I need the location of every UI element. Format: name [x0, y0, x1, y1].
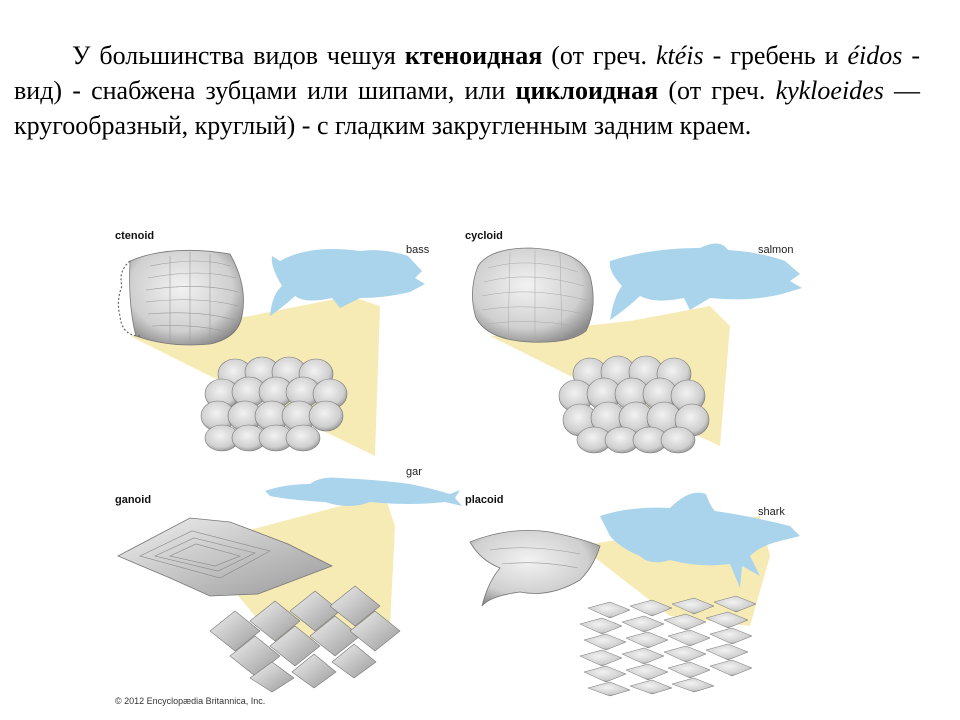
- cycloid-scale-cluster: [558, 355, 710, 454]
- greek-word-eidos: éidos: [847, 41, 903, 70]
- salmon-silhouette: [609, 243, 802, 320]
- text-segment: (от греч.: [542, 41, 656, 70]
- text-segment: - вид) - снабжена зубцами или шипами, ил…: [14, 41, 920, 105]
- panel-label-cycloid: cycloid: [465, 230, 503, 242]
- text-segment: — кругообразный, круглый) - с гладким за…: [14, 76, 921, 140]
- panel-label-ganoid: ganoid: [115, 494, 152, 506]
- greek-word-kykloeides: kykloeides: [775, 76, 884, 105]
- fish-label-bass: bass: [406, 244, 430, 256]
- text-segment: (от греч.: [658, 76, 776, 105]
- cycloid-scale-closeup: [472, 247, 594, 343]
- bass-silhouette: [270, 248, 425, 316]
- placoid-scale-closeup: [469, 529, 601, 607]
- placoid-panel: [469, 492, 800, 697]
- term-cycloid: циклоидная: [515, 76, 659, 105]
- copyright-notice: © 2012 Encyclopædia Britannica, Inc.: [115, 696, 266, 706]
- text-segment: У большинства видов чешуя: [72, 41, 405, 70]
- text-segment: - гребень и: [703, 41, 848, 70]
- ganoid-scale-closeup: [117, 517, 333, 597]
- ctenoid-scale-closeup: [117, 249, 244, 346]
- fish-label-gar: gar: [406, 466, 422, 478]
- fish-label-salmon: salmon: [758, 244, 794, 256]
- panel-label-ctenoid: ctenoid: [115, 230, 155, 242]
- fish-scales-figure: ctenoid bass cycloid salmon ganoid gar p…: [110, 226, 830, 716]
- ctenoid-panel: [117, 248, 425, 456]
- scales-illustration: [117, 243, 802, 697]
- fish-label-shark: shark: [758, 506, 785, 518]
- gar-silhouette: [265, 477, 462, 506]
- greek-word-kteis: ktéis: [656, 41, 704, 70]
- ganoid-panel: [117, 477, 462, 693]
- shark-silhouette: [600, 492, 800, 588]
- term-ctenoid: ктеноидная: [404, 41, 543, 70]
- ctenoid-scale-cluster: [200, 356, 348, 452]
- cycloid-panel: [472, 243, 802, 454]
- slide-paragraph: У большинства видов чешуя ктеноидная (от…: [14, 38, 920, 143]
- panel-label-placoid: placoid: [465, 494, 504, 506]
- ganoid-scale-cluster: [209, 585, 401, 693]
- placoid-scale-cluster: [579, 595, 757, 697]
